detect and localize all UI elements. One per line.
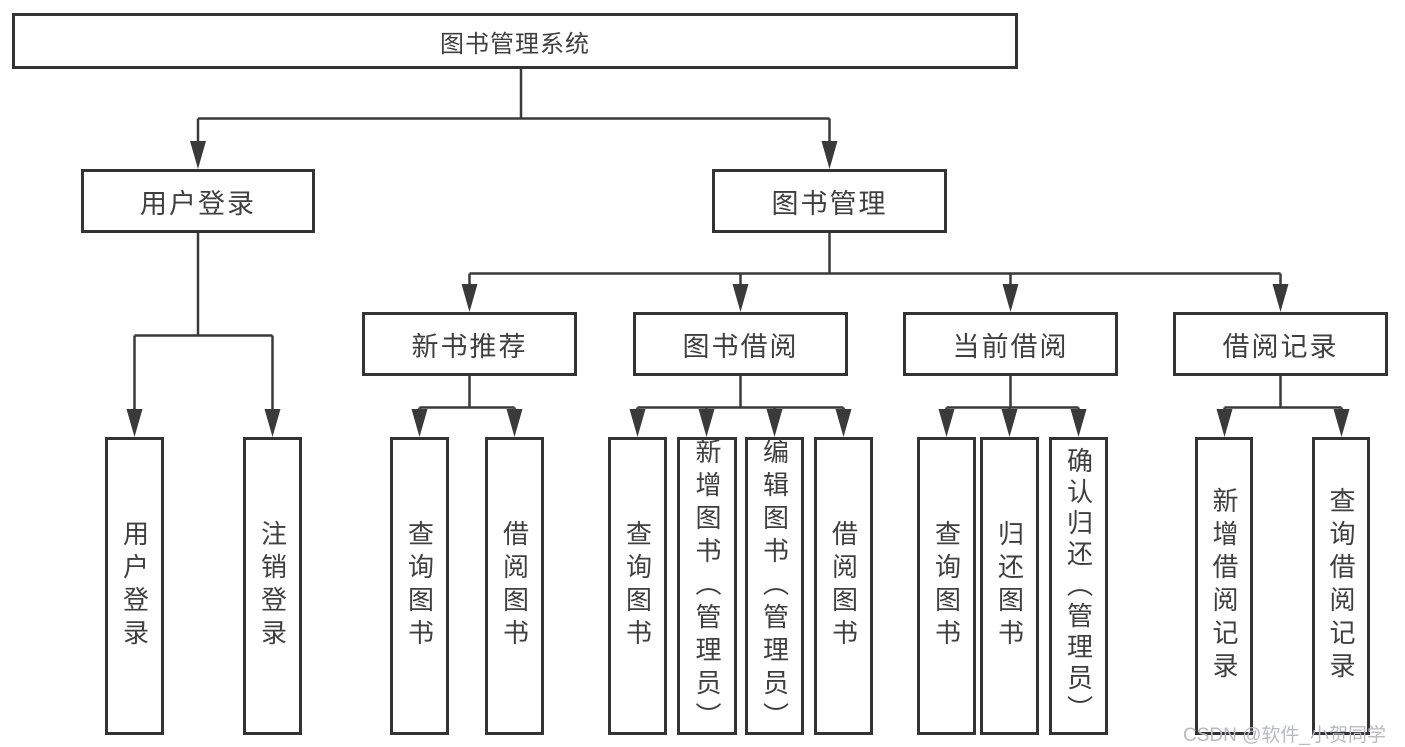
node-label: 查询图书	[404, 520, 435, 652]
node-current-borrowing: 当前借阅	[903, 312, 1118, 376]
node-label: 查询借阅记录	[1326, 487, 1356, 685]
leaf-logout: 注销登录	[243, 437, 302, 735]
node-book-management: 图书管理	[712, 169, 947, 233]
edge-user-login-children	[126, 233, 281, 437]
node-label: 归还图书	[994, 520, 1025, 652]
node-user-login: 用户登录	[81, 169, 315, 233]
node-new-book-recommend: 新书推荐	[362, 312, 577, 376]
node-label: 借阅图书	[499, 520, 530, 652]
node-label: 图书借阅	[682, 331, 799, 362]
node-label: 查询图书	[622, 520, 653, 652]
leaf-add-books-admin: 新增图书（管理员）	[677, 437, 737, 735]
node-label: 编辑图书（管理员）	[759, 437, 790, 735]
node-book-borrowing: 图书借阅	[633, 312, 848, 376]
leaf-add-borrow-record: 新增借阅记录	[1195, 437, 1253, 735]
edge-book-management-children	[461, 233, 1289, 312]
node-label: 图书管理	[771, 188, 888, 219]
node-label: 借阅图书	[828, 520, 859, 652]
edge-book-borrowing-children	[629, 376, 852, 437]
leaf-user-login: 用户登录	[105, 437, 164, 735]
node-label: 当前借阅	[952, 331, 1069, 362]
node-label: 注销登录	[257, 520, 288, 652]
node-label: 借阅记录	[1222, 331, 1339, 362]
leaf-return-books: 归还图书	[980, 437, 1039, 735]
leaf-search-borrow-record: 查询借阅记录	[1312, 437, 1370, 735]
leaf-search-books-current: 查询图书	[917, 437, 976, 735]
leaf-search-books-recommend: 查询图书	[390, 437, 449, 735]
leaf-search-books-borrowing: 查询图书	[608, 437, 667, 735]
node-label: 用户登录	[140, 188, 256, 219]
node-label: 图书管理系统	[440, 30, 590, 58]
node-label: 新书推荐	[411, 331, 528, 362]
leaf-edit-books-admin: 编辑图书（管理员）	[745, 437, 804, 735]
edge-root-children	[190, 69, 838, 169]
node-library-management-system: 图书管理系统	[12, 13, 1018, 69]
node-borrowing-records: 借阅记录	[1173, 312, 1388, 376]
node-label: 查询图书	[931, 520, 962, 652]
leaf-borrow-books-recommend: 借阅图书	[485, 437, 544, 735]
node-label: 新增图书（管理员）	[692, 437, 722, 735]
edge-borrowing-records-children	[1216, 376, 1350, 437]
leaf-borrow-books: 借阅图书	[814, 437, 873, 735]
node-label: 新增借阅记录	[1209, 487, 1239, 685]
node-label: 确认归还（管理员）	[1063, 446, 1094, 726]
edge-current-borrowing-children	[938, 376, 1087, 437]
edge-new-book-recommend-children	[411, 376, 523, 437]
node-label: 用户登录	[119, 520, 150, 652]
csdn-watermark: CSDN @软件_小贺同学	[1183, 725, 1386, 746]
leaf-confirm-return-admin: 确认归还（管理员）	[1049, 437, 1108, 735]
